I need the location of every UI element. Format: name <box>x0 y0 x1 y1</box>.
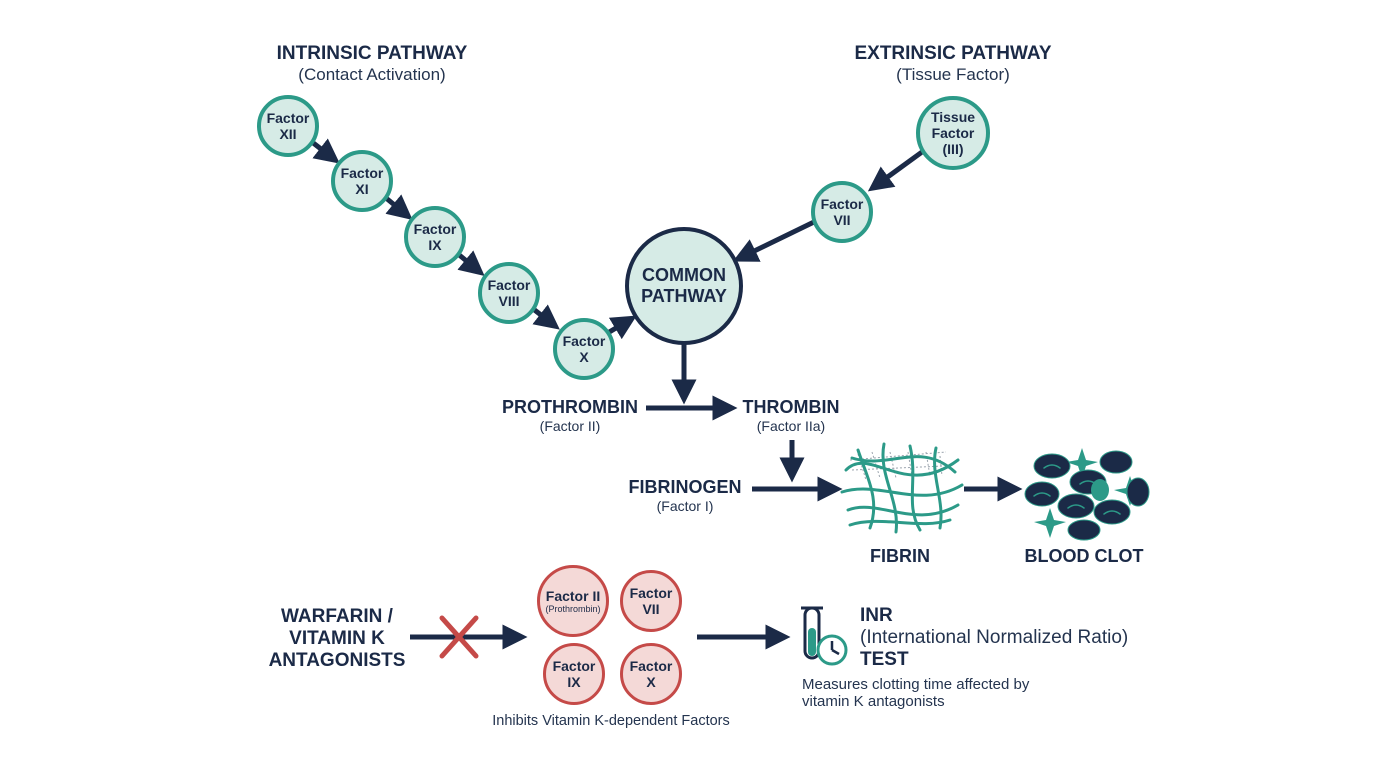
node-vk-factor-ix: Factor IX <box>543 643 605 705</box>
node-line: PATHWAY <box>641 286 727 306</box>
fibrinogen-subtitle: (Factor I) <box>656 497 714 514</box>
node-vk-factor-vii: Factor VII <box>620 570 682 632</box>
node-line: VII <box>833 212 851 228</box>
arrow-viii-x <box>530 304 560 330</box>
node-line: COMMON <box>642 265 726 286</box>
prothrombin-label: PROTHROMBIN (Factor II) <box>495 397 645 434</box>
prothrombin-title: PROTHROMBIN <box>502 397 638 417</box>
inhibit-cross-icon <box>439 615 479 659</box>
node-line: Factor <box>340 164 384 181</box>
node-line: Factor <box>552 657 596 674</box>
node-factor-ix: Factor IX <box>404 206 466 268</box>
prothrombin-subtitle: (Factor II) <box>539 417 601 434</box>
arrow-vii-common <box>732 218 818 262</box>
warfarin-line: WARFARIN / <box>281 606 393 627</box>
node-line: XII <box>279 126 297 142</box>
inr-description: Measures clotting time affected by vitam… <box>802 676 1029 711</box>
node-common-pathway: COMMON PATHWAY <box>625 227 743 345</box>
extrinsic-subtitle: (Tissue Factor) <box>896 64 1010 84</box>
node-line: VII <box>642 601 660 617</box>
node-line: X <box>646 674 656 690</box>
node-line: VIII <box>498 293 520 309</box>
thrombin-subtitle: (Factor IIa) <box>756 417 826 434</box>
node-line: Factor <box>629 657 673 674</box>
node-factor-xii: Factor XII <box>257 95 319 157</box>
node-line: Factor <box>487 276 531 293</box>
thrombin-label: THROMBIN (Factor IIa) <box>731 397 851 434</box>
node-line: Factor II <box>545 587 601 604</box>
node-line: Factor <box>931 124 975 141</box>
node-line: (Prothrombin) <box>545 603 601 614</box>
test-tube-clock-icon <box>801 606 848 666</box>
node-line: IX <box>428 237 442 253</box>
node-line: (III) <box>942 141 964 158</box>
node-line: Factor <box>266 109 310 126</box>
arrow-tissue-vii <box>867 149 924 192</box>
fibrinogen-title: FIBRINOGEN <box>628 477 742 497</box>
warfarin-label: WARFARIN / VITAMIN K ANTAGONISTS <box>262 606 412 672</box>
inhibits-caption: Inhibits Vitamin K-dependent Factors <box>492 713 730 729</box>
node-factor-vii: Factor VII <box>811 181 873 243</box>
node-line: XI <box>355 181 369 197</box>
node-tissue-factor: Tissue Factor (III) <box>916 96 990 170</box>
inr-desc-line: vitamin K antagonists <box>802 693 945 711</box>
node-line: IX <box>567 674 581 690</box>
node-factor-x: Factor X <box>553 318 615 380</box>
extrinsic-header: EXTRINSIC PATHWAY (Tissue Factor) <box>843 43 1063 84</box>
intrinsic-header: INTRINSIC PATHWAY (Contact Activation) <box>262 43 482 84</box>
blood-clot-icon <box>1024 448 1150 541</box>
thrombin-title: THROMBIN <box>742 397 840 417</box>
node-line: Factor <box>413 220 457 237</box>
node-factor-viii: Factor VIII <box>478 262 540 324</box>
inr-block: INR (International Normalized Ratio) TES… <box>860 605 1128 671</box>
warfarin-line: VITAMIN K <box>289 627 385 649</box>
inr-line: (International Normalized Ratio) <box>860 626 1129 648</box>
arrow-xi-ix <box>384 194 413 220</box>
node-line: Tissue <box>930 108 976 125</box>
node-vk-factor-ii: Factor II (Prothrombin) <box>537 565 609 637</box>
intrinsic-subtitle: (Contact Activation) <box>298 64 446 84</box>
node-vk-factor-x: Factor X <box>620 643 682 705</box>
node-line: Factor <box>629 584 673 601</box>
arrow-ix-viii <box>456 250 485 276</box>
fibrin-label: FIBRIN <box>870 546 930 566</box>
node-line: Factor <box>562 332 606 349</box>
extrinsic-title: EXTRINSIC PATHWAY <box>854 43 1052 64</box>
inr-line: TEST <box>860 648 909 670</box>
blood-clot-label: BLOOD CLOT <box>1024 546 1144 566</box>
warfarin-line: ANTAGONISTS <box>268 649 406 671</box>
fibrin-mesh-icon <box>840 442 964 534</box>
inr-line: INR <box>860 605 893 626</box>
node-line: X <box>579 349 589 365</box>
intrinsic-title: INTRINSIC PATHWAY <box>276 43 468 64</box>
inr-desc-line: Measures clotting time affected by <box>802 676 1030 693</box>
node-factor-xi: Factor XI <box>331 150 393 212</box>
arrow-xii-xi <box>310 138 340 164</box>
node-line: Factor <box>820 195 864 212</box>
fibrinogen-label: FIBRINOGEN (Factor I) <box>620 477 750 514</box>
